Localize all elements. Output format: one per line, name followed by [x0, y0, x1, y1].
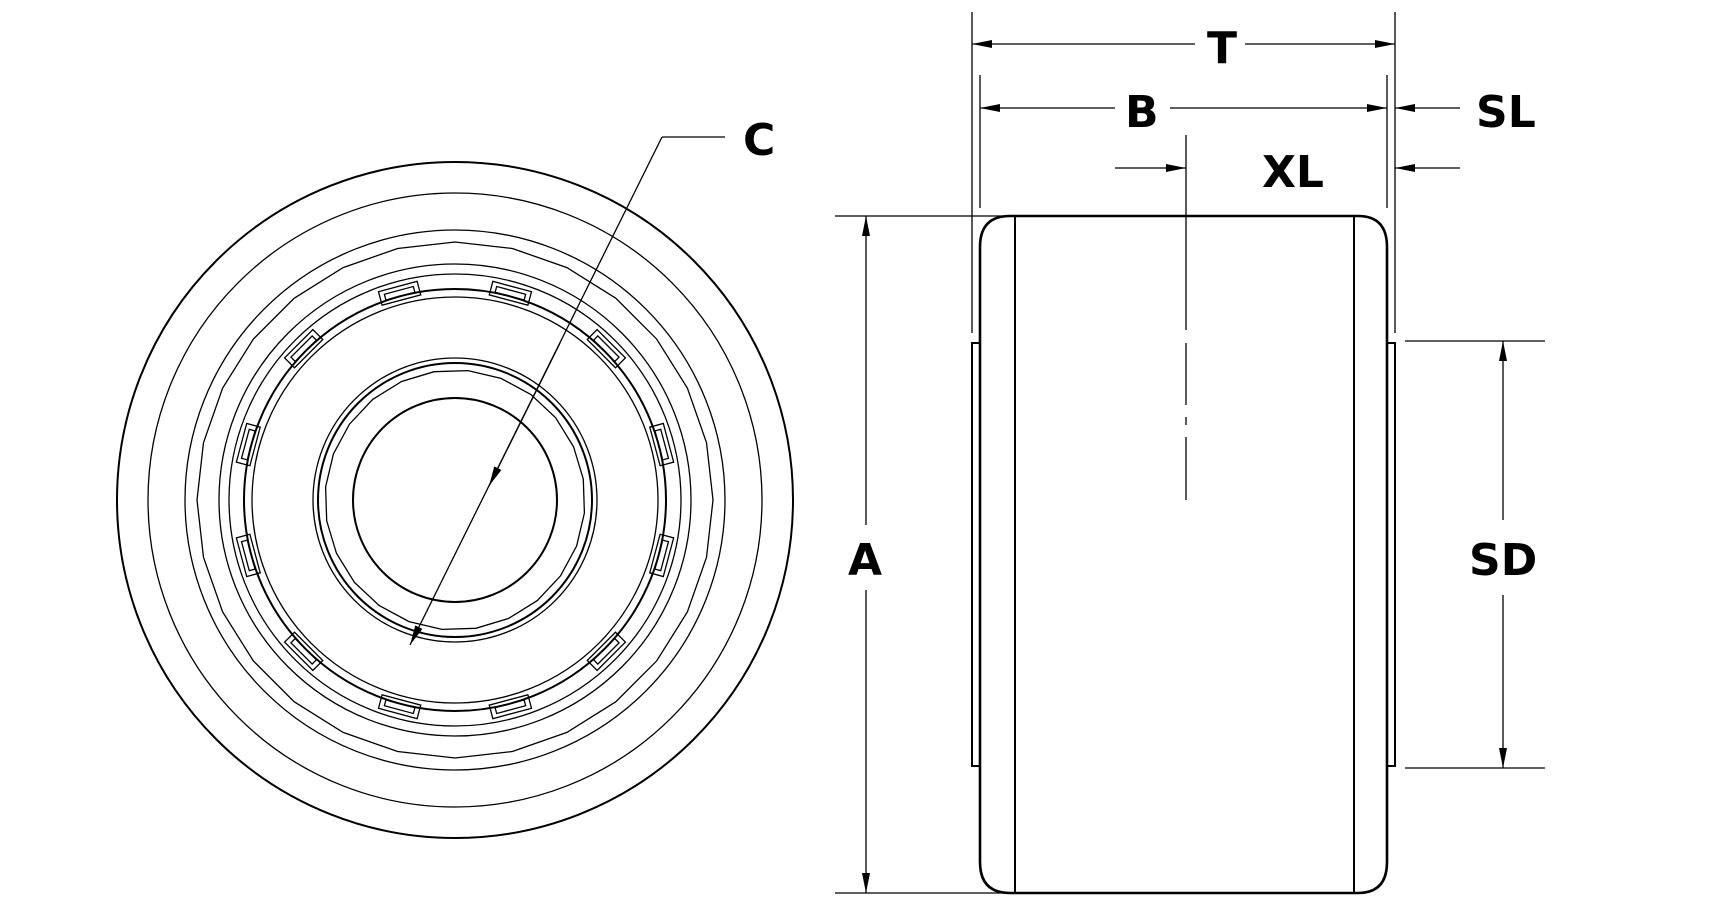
- front-view: C: [116, 115, 794, 839]
- dim-label-t: T: [1207, 23, 1237, 74]
- bore-circle: [352, 397, 558, 603]
- dim-label-xl: XL: [1262, 147, 1324, 198]
- roller: [283, 631, 324, 672]
- roller: [488, 280, 533, 307]
- dim-label-c: C: [743, 115, 775, 166]
- dim-label-a: A: [848, 535, 882, 586]
- roller: [648, 422, 675, 467]
- roller-inner: [290, 637, 318, 665]
- roller: [648, 533, 675, 578]
- roller-inner: [654, 428, 670, 461]
- roller: [488, 693, 533, 720]
- roller-inner: [654, 539, 670, 572]
- race-circle-2: [228, 273, 682, 727]
- roller: [283, 328, 324, 369]
- c-diameter-arrow-upper: [488, 342, 561, 487]
- dim-label-b: B: [1125, 87, 1159, 138]
- roller-group: [235, 280, 675, 720]
- tire-inner-circle: [147, 192, 763, 808]
- outer-tire-circle: [116, 161, 794, 839]
- hub-face-circle: [184, 229, 726, 771]
- inner-ring-circle: [317, 362, 593, 638]
- tire-body-outline: [978, 214, 1389, 895]
- side-view: T B SL XL A SD: [835, 12, 1545, 895]
- roller: [586, 631, 627, 672]
- inner-ring-outer-circle: [312, 357, 598, 643]
- cage-circle: [243, 288, 667, 712]
- roller-inner: [383, 699, 416, 715]
- roller: [235, 533, 262, 578]
- roller-inner: [592, 335, 620, 363]
- roller-inner: [240, 428, 256, 461]
- roller-inner: [383, 285, 416, 301]
- dim-label-sl: SL: [1476, 87, 1536, 138]
- roller: [377, 280, 422, 307]
- inner-race-circle: [251, 296, 659, 704]
- roller-inner: [240, 539, 256, 572]
- roller-inner: [494, 285, 527, 301]
- left-stub: [971, 342, 981, 767]
- roller: [235, 422, 262, 467]
- roller-inner: [592, 637, 620, 665]
- bore-polygon: [324, 369, 586, 631]
- right-stub: [1386, 342, 1396, 767]
- roller: [377, 693, 422, 720]
- dim-label-sd: SD: [1469, 535, 1537, 586]
- roller: [586, 328, 627, 369]
- roller-inner: [290, 335, 318, 363]
- roller-inner: [494, 699, 527, 715]
- race-circle-1: [218, 263, 692, 737]
- outer-race-polygon: [196, 241, 714, 759]
